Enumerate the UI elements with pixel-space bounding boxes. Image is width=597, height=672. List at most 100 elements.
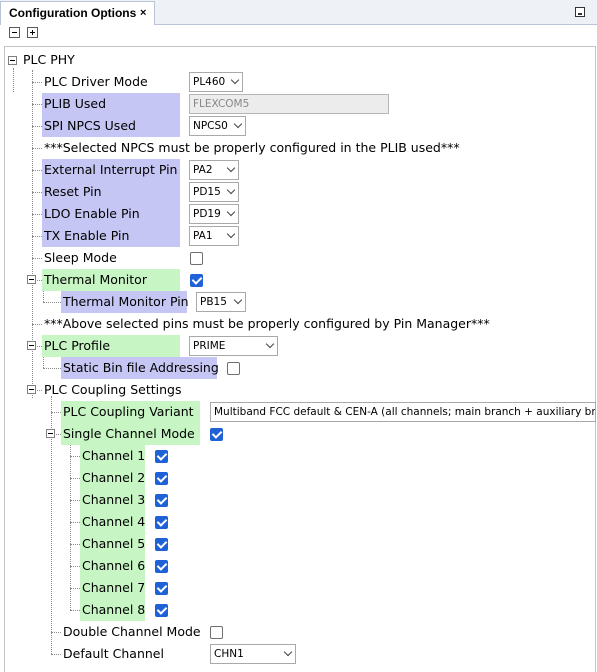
chevron-down-icon bbox=[233, 119, 243, 129]
collapse-icon[interactable] bbox=[27, 275, 36, 284]
expand-all-button[interactable] bbox=[27, 27, 38, 38]
tree-line bbox=[13, 68, 14, 92]
channel-3-label: Channel 3 bbox=[80, 489, 145, 511]
tree-line bbox=[70, 456, 80, 457]
thermal-monitor-label: Thermal Monitor bbox=[42, 269, 180, 291]
double-channel-mode-checkbox[interactable] bbox=[210, 626, 223, 639]
tree-line bbox=[37, 390, 42, 391]
plc-coupling-variant-select[interactable]: Multiband FCC default & CEN-A (all chann… bbox=[210, 402, 596, 422]
reset-pin-label: Reset Pin bbox=[42, 181, 180, 203]
channel-4-label: Channel 4 bbox=[80, 511, 145, 533]
double-channel-mode-label: Double Channel Mode bbox=[63, 624, 201, 639]
tree-line bbox=[70, 566, 80, 567]
title-bar: Configuration Options × bbox=[0, 0, 597, 25]
reset-pin-select[interactable]: PD15 bbox=[189, 182, 239, 202]
tree-line bbox=[51, 632, 61, 633]
tx-enable-pin-label: TX Enable Pin bbox=[42, 225, 180, 247]
channel-1-checkbox[interactable] bbox=[155, 450, 168, 463]
minimize-icon[interactable] bbox=[575, 7, 585, 17]
ldo-enable-pin-select[interactable]: PD19 bbox=[189, 204, 239, 224]
chevron-down-icon bbox=[226, 185, 236, 195]
channel-8-label: Channel 8 bbox=[80, 599, 145, 621]
plc-driver-mode-select[interactable]: PL460 bbox=[189, 72, 243, 92]
channel-6-checkbox[interactable] bbox=[155, 560, 168, 573]
chevron-down-icon bbox=[230, 75, 240, 85]
channel-3-checkbox[interactable] bbox=[155, 494, 168, 507]
channel-6-label: Channel 6 bbox=[80, 555, 145, 577]
tree-line bbox=[43, 352, 44, 368]
channel-2-checkbox[interactable] bbox=[155, 472, 168, 485]
chevron-down-icon bbox=[233, 295, 243, 305]
spi-npcs-used-label: SPI NPCS Used bbox=[42, 115, 180, 137]
plc-coupling-settings-node[interactable]: PLC Coupling Settings bbox=[44, 382, 182, 397]
chevron-down-icon bbox=[265, 339, 275, 349]
plc-profile-select[interactable]: PRIME bbox=[189, 336, 278, 356]
tree-line bbox=[51, 396, 52, 654]
sleep-mode-label: Sleep Mode bbox=[44, 250, 117, 265]
plc-phy-node[interactable]: PLC PHY bbox=[23, 52, 75, 67]
toolbar bbox=[0, 25, 597, 45]
close-icon[interactable]: × bbox=[140, 7, 147, 19]
tree-line bbox=[56, 434, 61, 435]
thermal-monitor-pin-select[interactable]: PB15 bbox=[196, 292, 246, 312]
collapse-all-button[interactable] bbox=[9, 27, 20, 38]
tree-line bbox=[43, 302, 61, 303]
plib-used-field: FLEXCOM5 bbox=[189, 94, 389, 114]
tree-line bbox=[32, 324, 42, 325]
tree-line bbox=[70, 500, 80, 501]
external-interrupt-pin-select[interactable]: PA2 bbox=[189, 160, 239, 180]
tree-line bbox=[32, 126, 42, 127]
collapse-icon[interactable] bbox=[27, 341, 36, 350]
tree-line bbox=[32, 82, 42, 83]
config-tree bbox=[4, 46, 596, 672]
tree-line bbox=[32, 214, 42, 215]
sleep-mode-checkbox[interactable] bbox=[190, 252, 203, 265]
channel-7-label: Channel 7 bbox=[80, 577, 145, 599]
static-bin-addressing-label: Static Bin file Addressing bbox=[61, 357, 219, 379]
chevron-down-icon bbox=[226, 163, 236, 173]
ldo-enable-pin-label: LDO Enable Pin bbox=[42, 203, 180, 225]
tree-line bbox=[70, 478, 80, 479]
tree-line bbox=[51, 654, 61, 655]
tab-configuration-options[interactable]: Configuration Options × bbox=[0, 1, 155, 25]
chevron-down-icon bbox=[283, 647, 293, 657]
single-channel-mode-label: Single Channel Mode bbox=[61, 423, 200, 445]
external-interrupt-pin-label: External Interrupt Pin bbox=[42, 159, 180, 181]
tree-line bbox=[32, 258, 42, 259]
tab-title: Configuration Options bbox=[9, 6, 137, 20]
channel-5-label: Channel 5 bbox=[80, 533, 145, 555]
channel-2-label: Channel 2 bbox=[80, 467, 145, 489]
thermal-monitor-checkbox[interactable] bbox=[190, 274, 203, 287]
tree-line bbox=[51, 412, 61, 413]
collapse-icon[interactable] bbox=[27, 385, 36, 394]
plib-used-label: PLIB Used bbox=[42, 93, 180, 115]
channel-8-checkbox[interactable] bbox=[155, 604, 168, 617]
plc-coupling-variant-label: PLC Coupling Variant bbox=[61, 401, 200, 423]
spi-npcs-used-select[interactable]: NPCS0 bbox=[189, 116, 246, 136]
tree-line bbox=[32, 70, 33, 398]
default-channel-select[interactable]: CHN1 bbox=[210, 644, 296, 664]
tree-line bbox=[70, 544, 80, 545]
channel-1-label: Channel 1 bbox=[80, 445, 145, 467]
tree-line bbox=[43, 368, 61, 369]
tree-line bbox=[70, 522, 80, 523]
tree-line bbox=[70, 440, 71, 610]
single-channel-mode-checkbox[interactable] bbox=[210, 428, 223, 441]
tree-line bbox=[37, 280, 42, 281]
chevron-down-icon bbox=[226, 207, 236, 217]
channel-5-checkbox[interactable] bbox=[155, 538, 168, 551]
collapse-icon[interactable] bbox=[8, 56, 17, 65]
tree-line bbox=[43, 286, 44, 302]
channel-4-checkbox[interactable] bbox=[155, 516, 168, 529]
tree-line bbox=[32, 170, 42, 171]
tree-line bbox=[32, 192, 42, 193]
channel-7-checkbox[interactable] bbox=[155, 582, 168, 595]
static-bin-addressing-checkbox[interactable] bbox=[227, 362, 240, 375]
tree-line bbox=[32, 148, 42, 149]
tx-enable-pin-select[interactable]: PA1 bbox=[189, 226, 239, 246]
tree-line bbox=[37, 346, 42, 347]
default-channel-label: Default Channel bbox=[63, 646, 164, 661]
chevron-down-icon bbox=[226, 229, 236, 239]
collapse-icon[interactable] bbox=[46, 429, 55, 438]
plc-profile-label: PLC Profile bbox=[42, 335, 180, 357]
